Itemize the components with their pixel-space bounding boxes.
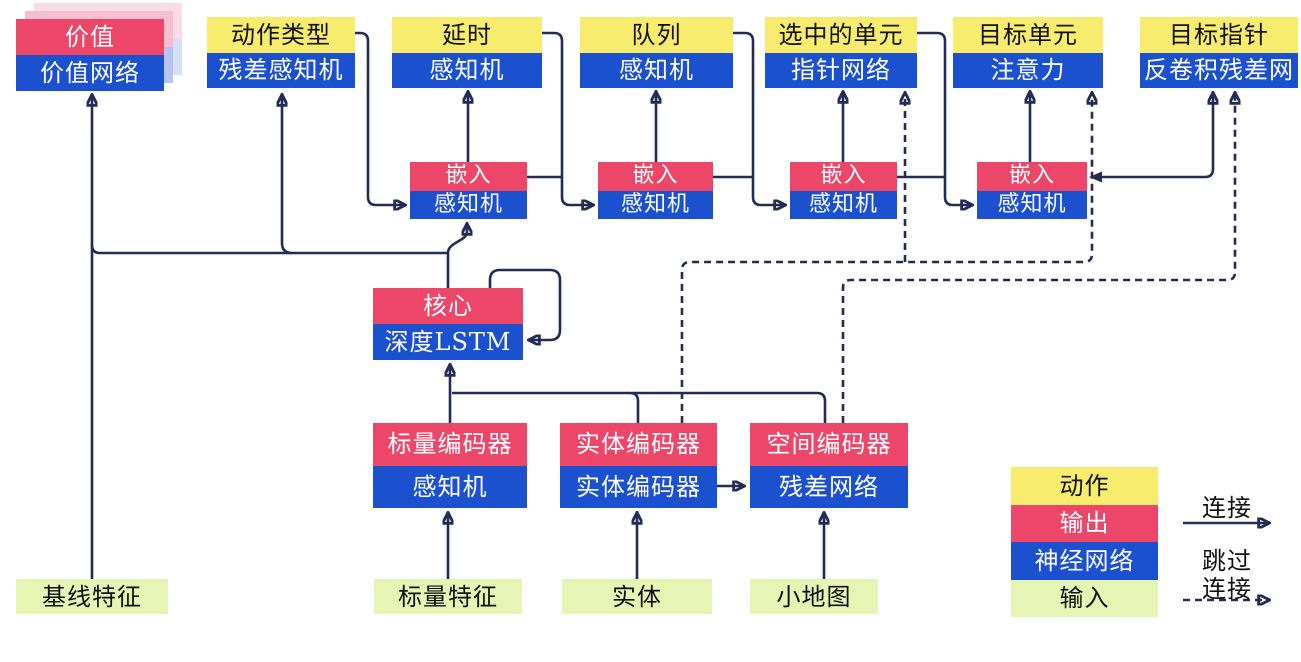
embed-2-network-label: 感知机 <box>598 190 713 219</box>
entity-encoder-network-label: 实体编码器 <box>560 465 717 508</box>
value-network-label: 价值网络 <box>16 55 164 91</box>
legend-network-swatch: 神经网络 <box>1011 542 1158 580</box>
queue-action-label: 队列 <box>580 17 733 53</box>
edge-queue-to-embed3 <box>733 31 784 205</box>
node-core: 核心 深度LSTM <box>373 288 523 360</box>
node-selected-units: 选中的单元 指针网络 <box>765 17 917 88</box>
node-entity-encoder: 实体编码器 实体编码器 <box>560 423 717 508</box>
node-embed-4: 嵌入 感知机 <box>977 162 1087 219</box>
node-minimap: 小地图 <box>750 579 878 614</box>
node-embed-1: 嵌入 感知机 <box>410 162 527 219</box>
edge-spatial-enc-to-trunk <box>632 391 827 423</box>
embed-4-network-label: 感知机 <box>977 190 1087 219</box>
edge-core-trunk-left <box>90 244 448 255</box>
legend-color-key: 动作 输出 神经网络 输入 <box>1011 467 1158 617</box>
spatial-encoder-output-label: 空间编码器 <box>750 423 908 466</box>
edge-core-to-embed1 <box>446 225 467 288</box>
legend-skip-connection-label-line1: 跳过 <box>1202 547 1252 575</box>
entities-label: 实体 <box>562 579 712 614</box>
core-output-label: 核心 <box>373 288 523 324</box>
node-entities: 实体 <box>562 579 712 614</box>
edge-trunk-to-action-type <box>282 96 293 255</box>
edge-selected-to-embed4 <box>917 31 971 205</box>
edge-embed4-left-arrowhead <box>1089 171 1102 183</box>
value-output-label: 价值 <box>16 19 164 55</box>
legend-skip-connection-label-line2: 连接 <box>1202 575 1252 603</box>
node-embed-2: 嵌入 感知机 <box>598 162 713 219</box>
embed-1-network-label: 感知机 <box>410 190 527 219</box>
embed-1-output-label: 嵌入 <box>410 162 527 191</box>
action-type-action-label: 动作类型 <box>207 17 355 53</box>
legend-solid-connection-label: 连接 <box>1202 494 1252 522</box>
node-queue: 队列 感知机 <box>580 17 733 88</box>
target-point-action-label: 目标指针 <box>1140 17 1298 53</box>
delay-network-label: 感知机 <box>392 52 542 88</box>
node-target-unit: 目标单元 注意力 <box>953 17 1103 88</box>
node-scalar-features: 标量特征 <box>374 579 522 614</box>
edge-entity-enc-to-trunk <box>452 391 640 423</box>
selected-units-action-label: 选中的单元 <box>765 17 917 53</box>
node-delay: 延时 感知机 <box>392 17 542 88</box>
selected-units-network-label: 指针网络 <box>765 52 917 88</box>
target-unit-network-label: 注意力 <box>953 52 1103 88</box>
edge-core-self-loop <box>488 268 562 340</box>
node-embed-3: 嵌入 感知机 <box>790 162 897 219</box>
legend-action-swatch: 动作 <box>1011 467 1158 505</box>
action-type-network-label: 残差感知机 <box>207 52 355 88</box>
node-scalar-encoder: 标量编码器 感知机 <box>373 423 527 508</box>
node-action-type: 动作类型 残差感知机 <box>207 17 355 88</box>
embed-2-output-label: 嵌入 <box>598 162 713 191</box>
core-network-label: 深度LSTM <box>373 324 523 360</box>
legend-output-swatch: 输出 <box>1011 504 1158 542</box>
embed-3-output-label: 嵌入 <box>790 162 897 191</box>
target-unit-action-label: 目标单元 <box>953 17 1103 53</box>
edge-action-type-to-embed1 <box>355 31 404 205</box>
spatial-encoder-network-label: 残差网络 <box>750 465 908 508</box>
entity-encoder-output-label: 实体编码器 <box>560 423 717 466</box>
queue-network-label: 感知机 <box>580 52 733 88</box>
delay-action-label: 延时 <box>392 17 542 53</box>
scalar-features-label: 标量特征 <box>374 579 522 614</box>
legend-input-swatch: 输入 <box>1011 579 1158 617</box>
node-baseline-features: 基线特征 <box>16 579 168 614</box>
edge-embed4-target-point <box>1092 94 1213 179</box>
node-spatial-encoder: 空间编码器 残差网络 <box>750 423 908 508</box>
minimap-label: 小地图 <box>750 579 878 614</box>
embed-3-network-label: 感知机 <box>790 190 897 219</box>
scalar-encoder-network-label: 感知机 <box>373 465 527 508</box>
skip-entity-to-target-unit <box>680 94 1092 423</box>
edge-delay-to-embed2 <box>542 31 592 205</box>
node-value: 价值 价值网络 <box>16 19 164 91</box>
baseline-features-label: 基线特征 <box>16 579 168 614</box>
scalar-encoder-output-label: 标量编码器 <box>373 423 527 466</box>
embed-4-output-label: 嵌入 <box>977 162 1087 191</box>
target-point-network-label: 反卷积残差网 <box>1140 52 1298 88</box>
skip-spatial-to-target-point <box>841 94 1235 423</box>
node-target-point: 目标指针 反卷积残差网 <box>1140 17 1298 88</box>
